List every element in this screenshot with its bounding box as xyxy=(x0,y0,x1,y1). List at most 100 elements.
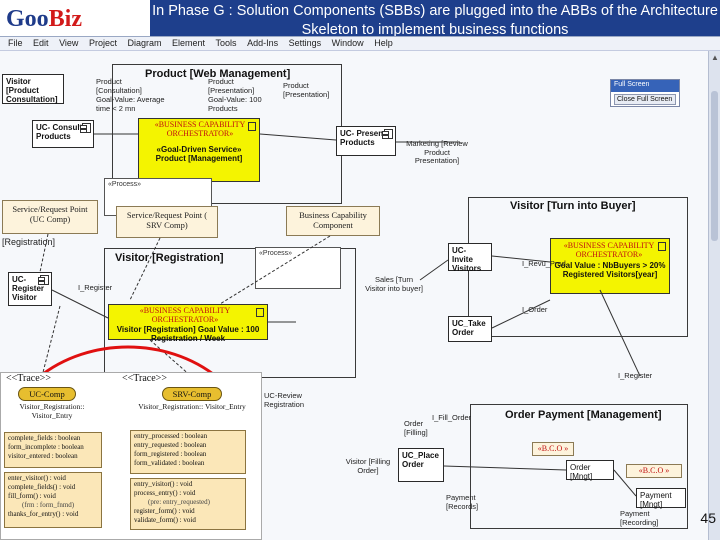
srv-op-2-precondition: (pre: entry_requested) xyxy=(148,498,210,506)
menu-addins[interactable]: Add-Ins xyxy=(247,38,279,48)
component-icon xyxy=(382,129,393,139)
logo-part-1: Goo xyxy=(6,6,49,32)
interface-register: I_Register xyxy=(78,283,113,292)
menu-tools[interactable]: Tools xyxy=(215,38,237,48)
component-icon xyxy=(658,242,666,251)
component-icon xyxy=(248,122,256,131)
menu-view[interactable]: View xyxy=(59,38,79,48)
uc-op-3: fill_form() : void xyxy=(8,492,56,500)
order-filling-label: Order [Filling] xyxy=(404,419,428,437)
visitor-consultation-component[interactable]: Visitor [Product Consultation] xyxy=(2,74,64,104)
srv-attr-1: entry_processed : boolean xyxy=(134,432,208,440)
uc-op-4: thanks_for_entry() : void xyxy=(8,510,79,518)
uc-place-order-component[interactable]: UC_Place Order xyxy=(398,448,444,482)
trace-label-1: <<Trace>> xyxy=(6,373,51,384)
srv-class-name: Visitor_Registration:: Visitor_Entry xyxy=(138,402,246,411)
scroll-up-arrow-icon[interactable]: ▲ xyxy=(711,53,719,62)
full-screen-title: Full Screen xyxy=(611,80,679,92)
srv-op-1: entry_visitor() : void xyxy=(134,480,193,488)
turn-buyer-goal-label: Goal Value : NbBuyers > 20% Registered V… xyxy=(554,261,666,279)
menu-project[interactable]: Project xyxy=(88,38,117,48)
menu-window[interactable]: Window xyxy=(331,38,364,48)
marketing-review-label: Marketing [Review Product Presentation] xyxy=(406,139,468,165)
menu-edit[interactable]: Edit xyxy=(33,38,49,48)
business-capability-callout: Business Capability Component xyxy=(286,206,380,236)
uc-class-operations: enter_visitor() : void complete_fields()… xyxy=(4,472,102,528)
visitor-registration-orchestrator[interactable]: Visitor [Registration] Goal Value : 100 … xyxy=(108,304,268,343)
uc-invite-visitors-component[interactable]: UC- Invite Visitors xyxy=(448,243,492,273)
srv-op-4: validate_form() : void xyxy=(134,516,196,524)
component-icon xyxy=(256,308,264,317)
slide-title: In Phase G : Solution Components (SBBs) … xyxy=(152,3,718,38)
boco-label-1: «B.C.O » xyxy=(532,442,574,456)
menu-file[interactable]: File xyxy=(8,38,23,48)
product-consultation-label: Product [Consultation] xyxy=(96,77,142,95)
product-management-label: «Goal-Driven Service» Product [Managemen… xyxy=(155,145,243,163)
scroll-thumb[interactable] xyxy=(711,91,718,241)
uc-take-order-label: UC_Take Order xyxy=(452,319,486,337)
uc-invite-visitors-label: UC- Invite Visitors xyxy=(452,246,482,273)
orchestrator-stereotype-3: «BUSINESS CAPABILITY ORCHESTRATOR» xyxy=(139,306,231,324)
srv-comp-stereotype: SRV-Comp xyxy=(162,387,222,401)
registration-stub-label: [Registration] xyxy=(2,237,56,247)
sales-turn-into-buyer-label: Sales [Turn Visitor into buyer] xyxy=(365,275,423,293)
visitor-consultation-label: Visitor [Product Consultation] xyxy=(6,77,58,104)
menu-help[interactable]: Help xyxy=(374,38,393,48)
logo-part-2: Biz xyxy=(48,6,82,32)
zone-title-registration: Visitor [Registration] xyxy=(115,252,224,264)
uc-consult-products-component[interactable]: UC- Consult Products xyxy=(32,120,94,148)
menu-element[interactable]: Element xyxy=(172,38,206,48)
interface-fill-order: I_Fill_Order xyxy=(432,413,472,422)
srv-class-attributes: entry_processed : boolean entry_requeste… xyxy=(130,430,246,474)
goobiz-logo: GooBiz xyxy=(6,6,82,33)
uc-op-3-param: (frm : form_fnmd) xyxy=(22,501,75,509)
presentation-goal-text: Goal-Value: 100 Products xyxy=(208,95,262,113)
srv-class-operations: entry_visitor() : void process_entry() :… xyxy=(130,478,246,530)
zone-title-order-payment: Order Payment [Management] xyxy=(505,409,662,421)
page-number: 45 xyxy=(700,510,716,526)
uc-comp-stereotype: UC-Comp xyxy=(18,387,76,401)
uc-op-2: complete_fields() : void xyxy=(8,483,76,491)
payment-mngt-label: Payment [Mngt] xyxy=(640,491,672,509)
menu-diagram[interactable]: Diagram xyxy=(127,38,162,48)
uc-register-visitor-component[interactable]: UC-Register Visitor xyxy=(8,272,52,306)
component-icon xyxy=(38,275,49,285)
product-presentation-2-label: Product [Presentation] xyxy=(283,81,330,99)
product-presentation-label: Product [Presentation] xyxy=(208,77,255,95)
interface-register-2: I_Register xyxy=(618,371,653,380)
vertical-scrollbar[interactable]: ▲ xyxy=(708,51,720,540)
interface-order: I_Order xyxy=(522,305,548,314)
uc-present-products-component[interactable]: UC- Present Products xyxy=(336,126,396,156)
menu-settings[interactable]: Settings xyxy=(288,38,322,48)
zone-title-turn-into-buyer: Visitor [Turn into Buyer] xyxy=(510,200,636,212)
payment-mngt-component[interactable]: Payment [Mngt] xyxy=(636,488,686,509)
srv-comp-callout: Service/Request Point ( SRV Comp) xyxy=(116,206,218,238)
uc-consult-products-label: UC- Consult Products xyxy=(36,123,83,141)
full-screen-panel: Full Screen Close Full Screen xyxy=(610,79,680,107)
srv-op-2: process_entry() : void xyxy=(134,489,196,497)
uc-present-products-label: UC- Present Products xyxy=(340,129,386,147)
trace-label-2: <<Trace>> xyxy=(122,373,167,384)
uc-take-order-component[interactable]: UC_Take Order xyxy=(448,316,492,342)
uc-attr-3: visitor_entered : boolean xyxy=(8,452,78,460)
order-mngt-label: Order [Mngt] xyxy=(570,463,593,481)
srv-attr-3: form_registered : boolean xyxy=(134,450,207,458)
process-note-2: «Process» xyxy=(255,247,341,289)
srv-op-3: register_form() : void xyxy=(134,507,195,515)
srv-attr-4: form_validated : boolean xyxy=(134,459,205,467)
uc-attr-1: complete_fields : boolean xyxy=(8,434,81,442)
uc-place-order-label: UC_Place Order xyxy=(402,451,439,469)
zone-title-web-management: Product [Web Management] xyxy=(145,68,291,80)
component-icon xyxy=(80,123,91,133)
menu-bar: File Edit View Project Diagram Element T… xyxy=(0,37,720,51)
uc-register-visitor-label: UC-Register Visitor xyxy=(12,275,45,302)
visitor-registration-label: Visitor [Registration] Goal Value : 100 … xyxy=(116,325,260,343)
visitor-turn-buyer-orchestrator[interactable]: Goal Value : NbBuyers > 20% Registered V… xyxy=(550,238,670,294)
payment-records-label: Payment [Records] xyxy=(446,493,479,511)
uc-review-registration-label: UC-Review Registration xyxy=(264,391,305,409)
uc-op-1: enter_visitor() : void xyxy=(8,474,66,482)
consultation-goal-text: Goal-Value: Average time < 2 mn xyxy=(96,95,165,113)
payment-recording-label: Payment [Recording] xyxy=(620,509,659,527)
close-full-screen-button[interactable]: Close Full Screen xyxy=(614,94,676,105)
order-mngt-component[interactable]: Order [Mngt] xyxy=(566,460,614,481)
